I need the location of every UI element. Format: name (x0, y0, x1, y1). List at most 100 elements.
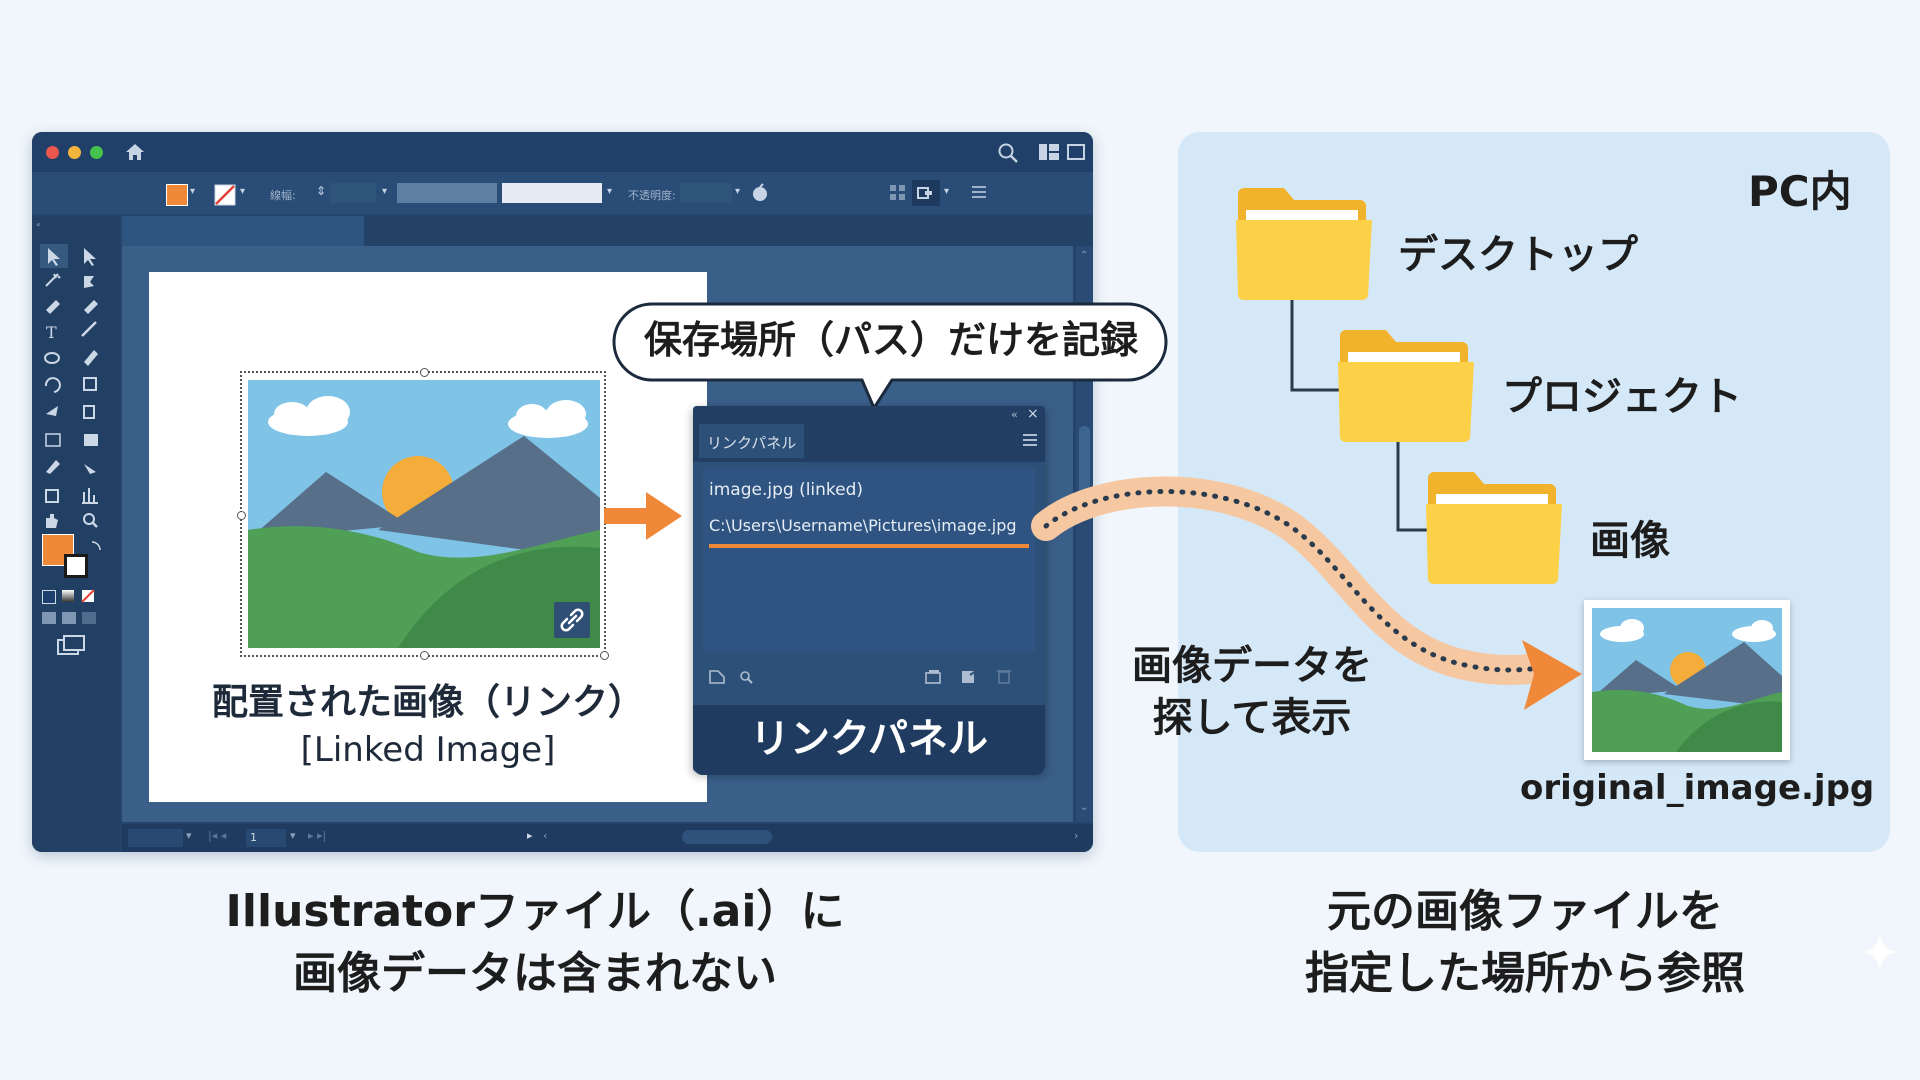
draw-behind-button[interactable] (62, 612, 76, 624)
panel-menu-icon[interactable] (972, 186, 986, 198)
status-arrow-icon[interactable]: ▸ (527, 829, 533, 842)
stroke-color-swatch[interactable] (64, 554, 88, 578)
scroll-down-icon[interactable]: ⌄ (1080, 802, 1089, 813)
type-tool-icon: T (46, 323, 57, 342)
right-caption-line2: 指定した場所から参照 (1305, 948, 1745, 999)
opacity-input[interactable] (680, 183, 732, 203)
reference-arrow (1031, 476, 1582, 710)
align-icon[interactable] (890, 185, 906, 201)
folder-label-desktop: デスクトップ (1398, 232, 1638, 278)
graph-tool-icon (82, 488, 98, 504)
zoom-chevron-icon[interactable]: ▾ (186, 829, 192, 842)
selection-handle-bottom[interactable] (420, 651, 429, 660)
ellipse-tool-icon (44, 352, 60, 364)
arrange-documents-icon[interactable] (1067, 144, 1085, 160)
folder-label-project: プロジェクト (1502, 374, 1742, 420)
gradient-mode-button[interactable] (62, 590, 74, 602)
callout-text: 保存場所（パス）だけを記録 (643, 318, 1138, 362)
panel-options-menu-icon[interactable] (1023, 434, 1037, 446)
stroke-stepper[interactable]: ⇕ (316, 184, 327, 198)
transform-icon (917, 187, 932, 199)
horizontal-scroll-thumb[interactable] (682, 830, 772, 844)
document-tab[interactable] (122, 216, 364, 246)
color-mode-button[interactable] (42, 590, 56, 604)
close-window-button[interactable] (46, 146, 59, 159)
original-image-thumbnail[interactable] (1584, 600, 1790, 760)
relink-from-cc-icon[interactable] (709, 670, 725, 684)
links-panel-tab[interactable]: リンクパネル (699, 424, 804, 458)
edit-original-icon[interactable] (961, 670, 977, 684)
home-icon[interactable] (124, 142, 146, 162)
link-item-path[interactable]: C:\Users\Username\Pictures\image.jpg (709, 516, 1017, 535)
links-panel-header: « × リンクパネル (693, 406, 1045, 462)
artboard-number-field[interactable]: 1 (246, 829, 286, 847)
vertical-scrollbar[interactable]: ⌃ ⌄ (1076, 246, 1093, 822)
pen-tool-icon (46, 300, 60, 314)
draw-inside-button[interactable] (82, 612, 96, 624)
control-bar: ▾ ▾ 線幅: ⇕ ▾ ▾ 不透明度: ▾ ▾ (32, 172, 1093, 214)
update-link-icon[interactable] (925, 670, 943, 684)
workspace-icon[interactable] (1039, 144, 1059, 160)
collapse-toolbox-icon[interactable]: « (36, 220, 41, 229)
brush-definition[interactable] (502, 183, 602, 203)
linked-image-label: [Linked Image] (300, 730, 556, 770)
transform-chevron-icon[interactable]: ▾ (944, 186, 950, 197)
zoom-level-field[interactable] (128, 829, 183, 847)
lasso-tool-icon (84, 276, 94, 288)
stroke-weight-chevron-icon[interactable]: ▾ (382, 186, 388, 197)
folder-icon[interactable] (1424, 470, 1564, 586)
placed-image-label: 配置された画像（リンク） (211, 682, 644, 723)
first-artboard-icon[interactable]: |◂ ◂ (208, 829, 227, 842)
minimize-window-button[interactable] (68, 146, 81, 159)
links-panel-tab-title: リンクパネル (707, 434, 797, 452)
collapse-panel-icon[interactable]: « (1011, 408, 1018, 421)
curvature-tool-icon (84, 300, 98, 314)
delete-icon[interactable] (997, 668, 1011, 684)
scroll-right-icon[interactable]: › (1074, 829, 1079, 842)
artboard-chevron-icon[interactable]: ▾ (290, 829, 296, 842)
fill-swatch[interactable] (166, 184, 188, 206)
status-bar: ▾ |◂ ◂ 1 ▾ ▸ ▸| ▸ ‹ › (122, 824, 1093, 852)
opacity-chevron-icon[interactable]: ▾ (735, 186, 741, 197)
left-caption-line2: 画像データは含まれない (293, 948, 777, 999)
tool-icons: T (40, 244, 98, 528)
scroll-left-icon[interactable]: ‹ (543, 829, 548, 842)
brush-chevron-icon[interactable]: ▾ (607, 186, 613, 197)
links-list: image.jpg (linked) C:\Users\Username\Pic… (703, 468, 1035, 653)
tools-panel: « T (32, 216, 120, 852)
folder-icon[interactable] (1234, 186, 1374, 302)
close-panel-icon[interactable]: × (1027, 406, 1039, 422)
maximize-window-button[interactable] (90, 146, 103, 159)
stroke-swatch-icon[interactable] (214, 184, 236, 206)
selection-tool-icon (48, 248, 60, 266)
rotate-tool-icon (44, 377, 61, 393)
stroke-dropdown-chevron-icon[interactable]: ▾ (240, 186, 246, 197)
screen-mode-icon[interactable] (57, 635, 86, 656)
variable-width-profile[interactable] (397, 183, 497, 203)
stroke-weight-input[interactable] (330, 183, 376, 203)
placed-landscape-image[interactable] (248, 380, 600, 648)
recolor-artwork-icon[interactable] (750, 183, 770, 203)
next-artboard-icon[interactable]: ▸ ▸| (308, 829, 327, 842)
swap-colors-icon[interactable] (90, 540, 102, 552)
none-mode-button[interactable] (81, 589, 95, 603)
search-icon[interactable] (997, 142, 1019, 164)
link-item-name[interactable]: image.jpg (linked) (709, 480, 864, 500)
selection-handle-top[interactable] (420, 368, 429, 377)
magic-wand-icon (45, 273, 61, 287)
arrow-label-line2: 探して表示 (1152, 695, 1352, 741)
scroll-up-icon[interactable]: ⌃ (1080, 250, 1089, 261)
direct-selection-tool-icon (84, 248, 96, 266)
arrow-label-line1: 画像データを (1132, 643, 1372, 689)
mesh-tool-icon (45, 433, 61, 447)
selection-handle-left[interactable] (237, 511, 246, 520)
draw-normal-button[interactable] (42, 612, 56, 624)
paintbrush-icon (84, 350, 98, 366)
folder-icon[interactable] (1336, 328, 1476, 444)
selection-handle-bottom-right[interactable] (600, 651, 609, 660)
original-file-name: original_image.jpg (1520, 768, 1875, 808)
go-to-link-icon[interactable] (739, 670, 753, 684)
vertical-scroll-thumb[interactable] (1079, 426, 1090, 516)
fill-dropdown-chevron-icon[interactable]: ▾ (190, 186, 196, 197)
transform-button[interactable] (912, 180, 940, 206)
